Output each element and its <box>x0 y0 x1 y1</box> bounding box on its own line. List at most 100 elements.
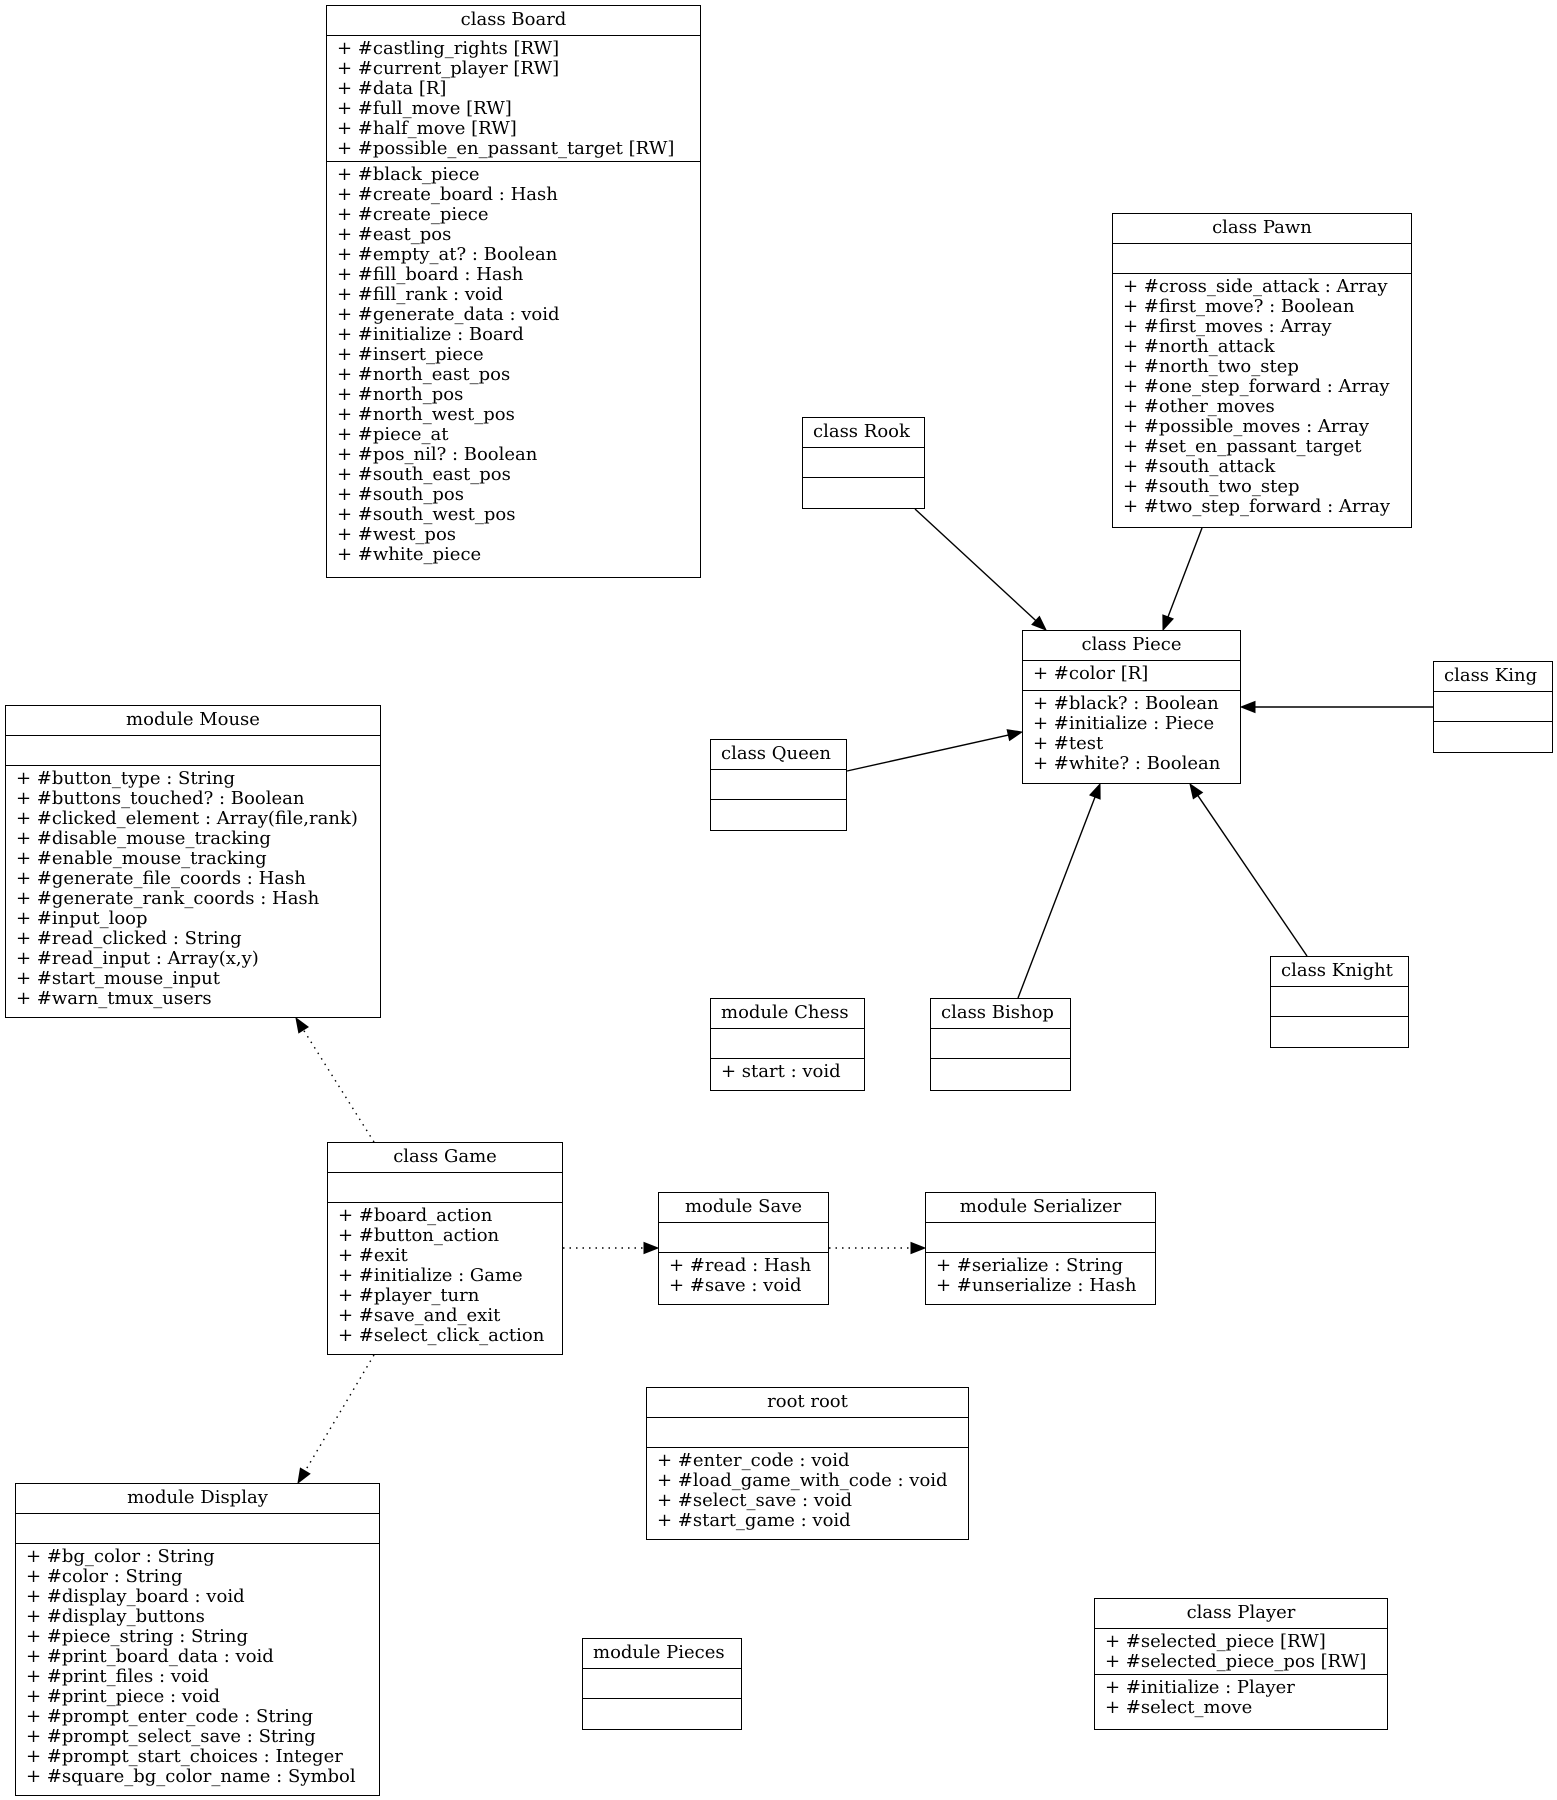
class-player-methods: + #initialize : Player+ #select_move <box>1095 1675 1387 1720</box>
method-item: + #north_two_step <box>1123 356 1299 377</box>
method-item: + #read : Hash <box>669 1255 812 1276</box>
method-item: + start : void <box>721 1061 841 1082</box>
method-item: + #south_east_pos <box>337 464 511 485</box>
method-item: + #player_turn <box>338 1285 480 1306</box>
method-item: + #bg_color : String <box>26 1546 215 1567</box>
method-item: + #possible_moves : Array <box>1123 416 1369 437</box>
module-save-node[interactable]: module Save + #read : Hash+ #save : void <box>658 1192 829 1305</box>
arrowhead-icon <box>910 1241 927 1255</box>
method-item: + #disable_mouse_tracking <box>16 828 271 849</box>
method-item: + #white_piece <box>337 544 482 565</box>
class-piece-attributes: + #color [R] <box>1023 661 1240 691</box>
method-item: + #test <box>1033 733 1104 754</box>
class-pawn-methods: + #cross_side_attack : Array+ #first_mov… <box>1113 274 1411 519</box>
edge-line <box>1197 795 1308 957</box>
class-game-attributes <box>328 1173 562 1203</box>
class-knight-node[interactable]: class Knight <box>1270 956 1409 1048</box>
attribute-item: + #selected_piece [RW] <box>1105 1631 1326 1652</box>
class-board-node[interactable]: class Board + #castling_rights [RW]+ #cu… <box>326 5 701 578</box>
class-player-title: class Player <box>1095 1599 1387 1629</box>
class-queen-title: class Queen <box>711 740 846 770</box>
root-root-node[interactable]: root root + #enter_code : void+ #load_ga… <box>646 1387 969 1540</box>
attribute-item: + #castling_rights [RW] <box>337 38 560 59</box>
module-serializer-node[interactable]: module Serializer + #serialize : String+… <box>925 1192 1156 1305</box>
edge-pawn-to-piece <box>1162 527 1203 632</box>
root-root-title: root root <box>647 1388 968 1418</box>
class-piece-methods: + #black? : Boolean+ #initialize : Piece… <box>1023 691 1240 776</box>
edge-knight-to-piece <box>1189 782 1308 957</box>
method-item: + #one_step_forward : Array <box>1123 376 1390 397</box>
method-item: + #display_board : void <box>26 1586 245 1607</box>
module-pieces-node[interactable]: module Pieces <box>582 1638 742 1730</box>
module-serializer-title: module Serializer <box>926 1193 1155 1223</box>
method-item: + #insert_piece <box>337 344 484 365</box>
module-chess-node[interactable]: module Chess + start : void <box>710 998 865 1091</box>
method-item: + #start_game : void <box>657 1510 851 1531</box>
method-item: + #east_pos <box>337 224 452 245</box>
module-mouse-methods: + #button_type : String+ #buttons_touche… <box>6 766 380 1011</box>
class-queen-node[interactable]: class Queen <box>710 739 847 831</box>
class-pawn-node[interactable]: class Pawn + #cross_side_attack : Array+… <box>1112 213 1412 528</box>
class-rook-methods <box>803 478 924 508</box>
edge-line <box>846 734 1009 772</box>
method-item: + #north_pos <box>337 384 464 405</box>
arrowhead-icon <box>1239 700 1256 714</box>
method-item: + #square_bg_color_name : Symbol <box>26 1766 356 1787</box>
class-rook-node[interactable]: class Rook <box>802 417 925 509</box>
method-item: + #empty_at? : Boolean <box>337 244 558 265</box>
class-game-node[interactable]: class Game + #board_action+ #button_acti… <box>327 1142 563 1355</box>
method-item: + #exit <box>338 1245 408 1266</box>
method-item: + #generate_data : void <box>337 304 560 325</box>
method-item: + #pos_nil? : Boolean <box>337 444 538 465</box>
class-king-node[interactable]: class King <box>1433 661 1553 753</box>
module-mouse-node[interactable]: module Mouse + #button_type : String+ #b… <box>5 705 381 1018</box>
class-bishop-attributes <box>931 1029 1070 1059</box>
class-king-title: class King <box>1434 662 1552 692</box>
class-pawn-title: class Pawn <box>1113 214 1411 244</box>
class-player-attributes: + #selected_piece [RW]+ #selected_piece_… <box>1095 1629 1387 1675</box>
arrowhead-icon <box>643 1241 660 1255</box>
module-mouse-title: module Mouse <box>6 706 380 736</box>
module-pieces-title: module Pieces <box>583 1639 741 1669</box>
root-root-methods: + #enter_code : void+ #load_game_with_co… <box>647 1448 968 1533</box>
edge-line <box>1167 527 1203 618</box>
method-item: + #save_and_exit <box>338 1305 501 1326</box>
method-item: + #south_west_pos <box>337 504 516 525</box>
method-item: + #south_pos <box>337 484 464 505</box>
method-item: + #first_move? : Boolean <box>1123 296 1355 317</box>
attribute-item: + #color [R] <box>1033 663 1149 684</box>
module-display-node[interactable]: module Display + #bg_color : String+ #co… <box>15 1483 380 1796</box>
class-bishop-methods <box>931 1059 1070 1089</box>
class-knight-attributes <box>1271 987 1408 1017</box>
module-pieces-methods <box>583 1699 741 1729</box>
method-item: + #color : String <box>26 1566 183 1587</box>
class-player-node[interactable]: class Player + #selected_piece [RW]+ #se… <box>1094 1598 1388 1730</box>
method-item: + #first_moves : Array <box>1123 316 1332 337</box>
class-board-methods: + #black_piece+ #create_board : Hash+ #c… <box>327 162 700 567</box>
class-piece-node[interactable]: class Piece + #color [R] + #black? : Boo… <box>1022 630 1241 784</box>
method-item: + #fill_board : Hash <box>337 264 524 285</box>
method-item: + #prompt_select_save : String <box>26 1726 316 1747</box>
method-item: + #enter_code : void <box>657 1450 850 1471</box>
class-bishop-node[interactable]: class Bishop <box>930 998 1071 1091</box>
method-item: + #piece_at <box>337 424 449 445</box>
method-item: + #unserialize : Hash <box>936 1275 1137 1296</box>
module-serializer-attributes <box>926 1223 1155 1253</box>
attribute-item: + #data [R] <box>337 78 447 99</box>
edge-line <box>914 508 1037 622</box>
method-item: + #display_buttons <box>26 1606 205 1627</box>
method-item: + #prompt_enter_code : String <box>26 1706 314 1727</box>
module-display-title: module Display <box>16 1484 379 1514</box>
method-item: + #select_save : void <box>657 1490 853 1511</box>
edge-game-to-display <box>297 1354 375 1485</box>
method-item: + #board_action <box>338 1205 493 1226</box>
arrowhead-icon <box>295 1016 309 1034</box>
method-item: + #black? : Boolean <box>1033 693 1219 714</box>
method-item: + #print_files : void <box>26 1666 210 1687</box>
edge-bishop-to-piece <box>1017 782 1101 999</box>
method-item: + #enable_mouse_tracking <box>16 848 267 869</box>
module-display-methods: + #bg_color : String+ #color : String+ #… <box>16 1544 379 1789</box>
method-item: + #print_piece : void <box>26 1686 221 1707</box>
method-item: + #piece_string : String <box>26 1626 249 1647</box>
class-board-attributes: + #castling_rights [RW]+ #current_player… <box>327 36 700 162</box>
